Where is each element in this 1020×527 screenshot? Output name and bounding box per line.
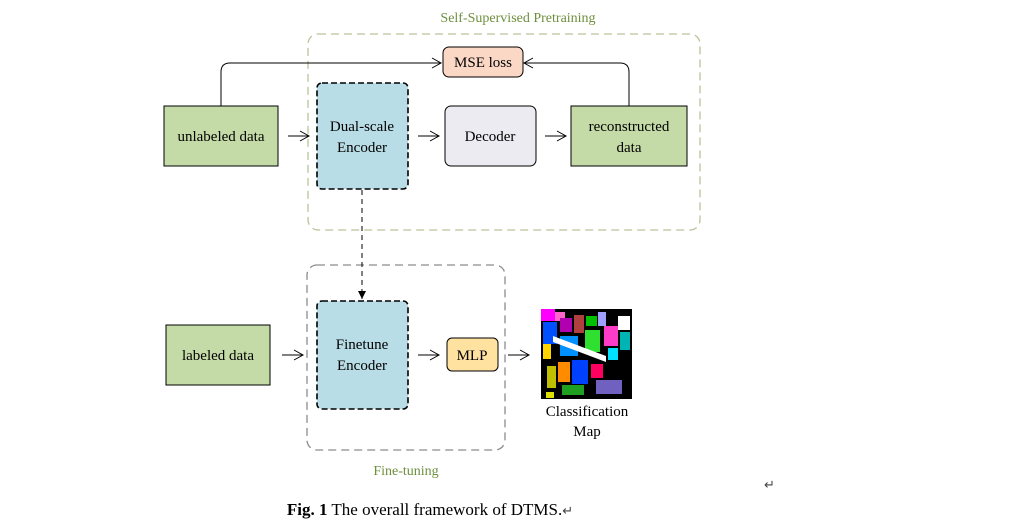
reconstructed-to-mse-line [522,57,630,106]
caption-text: The overall framework of DTMS. [327,500,563,519]
reconstructed-data-box [570,105,688,167]
reconstructed-data-label-1: reconstructed [589,119,670,135]
pretraining-group-label: Self-Supervised Pretraining [440,11,595,26]
decoder-label: Decoder [465,129,516,145]
unlabeled-data-label: unlabeled data [177,129,264,145]
mlp-label: MLP [457,348,488,364]
return-mark-icon: ↵ [764,478,775,493]
classification-map-label-2: Map [573,424,601,440]
caption-prefix: Fig. 1 [286,500,328,519]
finetune-encoder-label-1: Finetune [336,337,389,353]
classification-map-image [541,309,632,399]
mse-loss-label: MSE loss [454,55,512,71]
dual-scale-encoder-label-1: Dual-scale [330,119,394,135]
unlabeled-data-box [163,105,279,167]
dual-scale-encoder-box [316,82,409,190]
labeled-data-box [165,324,271,386]
decoder-box [444,105,537,167]
reconstructed-data-label-2: data [617,140,642,156]
unlabeled-to-mse-line [220,57,443,106]
finetune-encoder-label-2: Encoder [337,358,387,374]
labeled-data-label: labeled data [182,348,254,364]
caption-return-icon: ↵ [562,504,574,519]
mlp-box [446,337,499,372]
finetuning-group-label: Fine-tuning [373,464,438,479]
finetune-encoder-box [316,300,409,410]
dual-scale-encoder-label-2: Encoder [337,140,387,156]
mse-loss-box [442,46,524,78]
finetuning-group [306,264,506,451]
classification-map-label-1: Classification [546,404,629,420]
figure-caption: Fig. 1 The overall framework of DTMS.↵ [0,500,860,520]
